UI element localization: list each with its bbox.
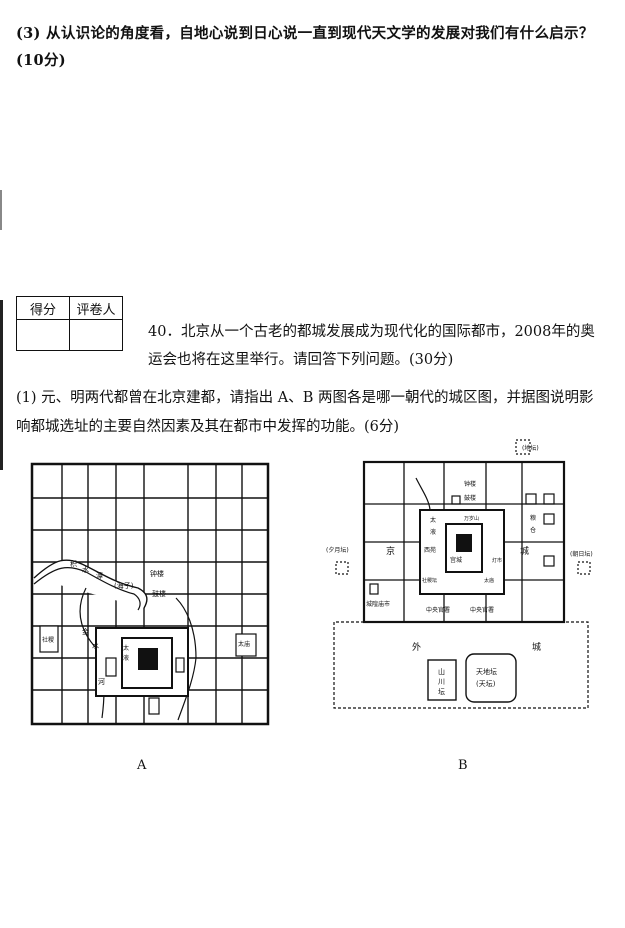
map-b-label-cang: 仓 — [530, 526, 536, 534]
map-a-label-tai: 太 — [123, 644, 129, 652]
map-b-label-taimiao: 太庙 — [484, 577, 494, 584]
map-b-label-gongcheng: 宫城 — [450, 556, 462, 564]
map-b-caption: B — [458, 758, 468, 773]
map-b-label-cheng2: 城 — [532, 642, 541, 653]
map-b-label-shan: 山 — [438, 667, 445, 676]
map-b-label-chaoritan: (朝日坛) — [570, 550, 593, 558]
map-a-label-jin: 金 — [82, 627, 89, 636]
map-b-label-chuan: 川 — [438, 678, 445, 686]
map-b-label-xiyuetan: (夕月坛) — [326, 546, 349, 554]
map-b-label-ye: 液 — [430, 528, 436, 536]
sub-question-1: (1) 元、明两代都曾在北京建都，请指出 A、B 两图各是哪一朝代的城区图，并据… — [16, 390, 594, 435]
scan-edge-left-1 — [0, 300, 3, 470]
map-a-label-zhonglou: 钟楼 — [150, 569, 164, 578]
map-b-label-xiyuan: 西苑 — [424, 546, 436, 554]
map-b-label-tai: 太 — [430, 516, 436, 524]
map-a-label-ji: 积 — [70, 559, 77, 568]
map-a-label-tan: 潭 — [96, 571, 103, 580]
map-b-label-cheng: 城 — [520, 546, 529, 557]
map-b-label-tiandi: 天地坛 — [476, 667, 497, 676]
map-b-label-zhongyang-1: 中央官署 — [426, 606, 450, 614]
scan-edge-left-2 — [0, 190, 2, 230]
map-a-label-he: 河 — [98, 678, 105, 686]
grader-cell[interactable] — [69, 319, 123, 351]
map-a-label-shui2: 水 — [92, 641, 99, 650]
map-b-label-gulou: 鼓楼 — [464, 494, 476, 502]
map-b-label-wai: 外 — [412, 641, 421, 653]
map-a-label-haizi: (海子) — [114, 581, 134, 590]
map-b-label-dengshi: 灯市 — [492, 557, 502, 564]
question-40: 40．北京从一个古老的都城发展成为现代化的国际都市，2008年的奥运会也将在这里… — [148, 324, 595, 368]
grader-label: 评卷人 — [69, 296, 123, 320]
map-b-label-tiantan: (天坛) — [476, 679, 496, 688]
map-b-label-ditan: (地坛) — [522, 444, 539, 452]
map-b-label-zhongyang-2: 中央官署 — [470, 606, 494, 614]
score-cell[interactable] — [16, 319, 70, 351]
map-b-label-sheji: 社稷坛 — [422, 577, 437, 584]
map-b-label-tan: 坛 — [438, 687, 445, 696]
map-b-label-wansui: 万岁山 — [464, 515, 479, 522]
map-a-label-taimiao: 太庙 — [238, 640, 250, 648]
map-b-label-chenghuang: 城隍庙市 — [366, 600, 390, 608]
map-a-label-ye: 液 — [123, 654, 129, 662]
map-a-label-sheji: 社稷 — [42, 636, 54, 644]
map-a: 积 水 潭 (海子) 钟楼 鼓楼 金 水 社稷 太庙 河 太 液 — [30, 462, 270, 726]
map-a-caption: A — [137, 758, 147, 773]
map-a-label-shui: 水 — [82, 565, 89, 574]
map-b-label-zhonglou: 钟楼 — [464, 480, 476, 488]
map-b-label-jing: 京 — [386, 545, 395, 557]
score-box: 得分 评卷人 — [16, 296, 123, 351]
map-a-label-gulou: 鼓楼 — [152, 589, 166, 598]
score-label: 得分 — [16, 296, 70, 320]
question-3: (3) 从认识论的角度看，自地心说到日心说一直到现代天文学的发展对我们有什么启示… — [16, 25, 594, 69]
map-b-label-liang: 粮 — [530, 514, 536, 522]
map-b: (地坛) 钟楼 鼓楼 京 城 宫城 西苑 太 液 (夕月坛) (朝日坛) 城隍庙… — [326, 439, 593, 709]
